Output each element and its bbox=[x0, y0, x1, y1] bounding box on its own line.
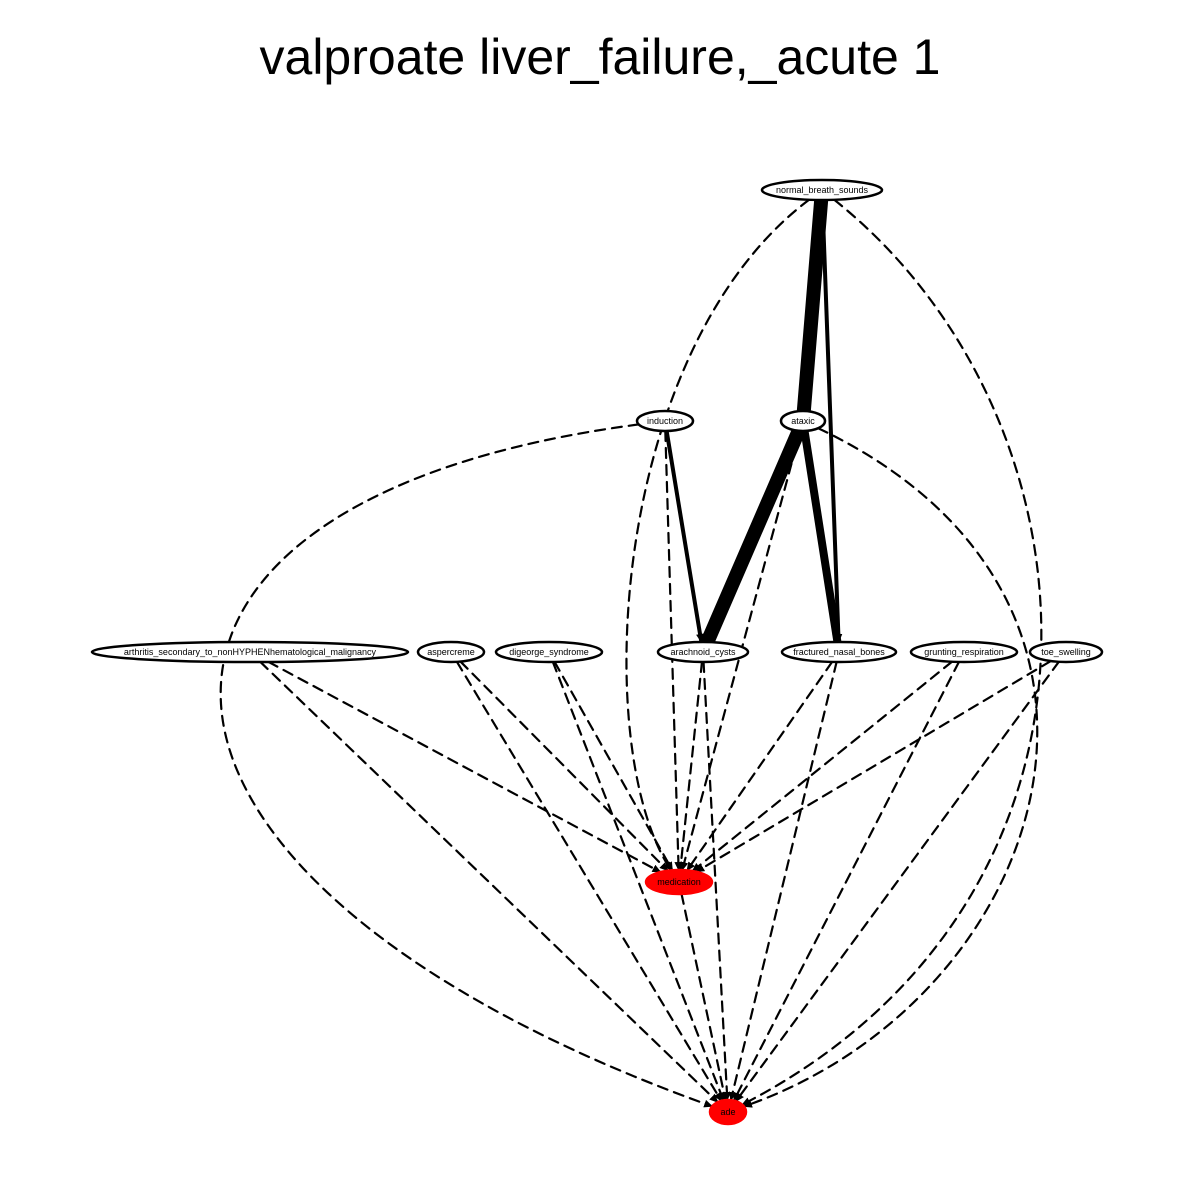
node-label: ade bbox=[720, 1107, 735, 1117]
node-shape bbox=[644, 868, 714, 896]
edge-aspercreme-to-ade bbox=[455, 660, 723, 1102]
node-induction: induction bbox=[635, 409, 695, 433]
node-shape bbox=[708, 1098, 748, 1126]
edge-grunting-respiration-to-medication bbox=[691, 660, 954, 873]
node-label: toe_swelling bbox=[1041, 647, 1091, 657]
edge-arachnoid-cysts-to-ade bbox=[702, 660, 731, 1102]
node-fractured-nasal-bones: fractured_nasal_bones bbox=[780, 640, 898, 664]
edge-arthritis-to-ade bbox=[259, 660, 719, 1104]
node-digeorge-syndrome: digeorge_syndrome bbox=[494, 640, 604, 664]
edge-normal-breath-sounds-to-medication bbox=[625, 198, 811, 872]
node-label: grunting_respiration bbox=[924, 647, 1004, 657]
node-shape bbox=[494, 640, 604, 664]
edge-ataxic-to-arachnoid-cysts bbox=[700, 423, 806, 650]
edge-ataxic-to-ade bbox=[742, 427, 1039, 1108]
node-label: ataxic bbox=[791, 416, 815, 426]
node-shape bbox=[656, 640, 750, 664]
edge-fractured-nasal-bones-to-ade bbox=[728, 660, 838, 1102]
edge-digeorge-syndrome-to-ade bbox=[551, 660, 725, 1102]
node-aspercreme: aspercreme bbox=[416, 640, 486, 664]
node-label: digeorge_syndrome bbox=[509, 647, 589, 657]
node-toe-swelling: toe_swelling bbox=[1028, 640, 1104, 664]
edge-toe-swelling-to-medication bbox=[695, 659, 1052, 873]
edge-induction-to-medication bbox=[664, 429, 683, 872]
node-label: normal_breath_sounds bbox=[776, 185, 869, 195]
edge-grunting-respiration-to-ade bbox=[732, 660, 960, 1102]
edge-induction-to-ade bbox=[219, 423, 714, 1108]
edge-digeorge-syndrome-to-medication bbox=[553, 660, 674, 872]
node-shape bbox=[909, 640, 1019, 664]
edge-toe-swelling-to-ade bbox=[734, 660, 1060, 1103]
edge-arthritis-to-medication bbox=[267, 660, 662, 874]
node-ataxic: ataxic bbox=[779, 409, 827, 433]
edge-arachnoid-cysts-to-medication bbox=[677, 660, 704, 872]
node-medication: medication bbox=[644, 868, 714, 896]
node-label: aspercreme bbox=[427, 647, 475, 657]
edge-ataxic-to-fractured-nasal-bones bbox=[800, 426, 842, 647]
node-shape bbox=[760, 178, 884, 202]
edge-normal-breath-sounds-to-fractured-nasal-bones bbox=[820, 198, 843, 644]
node-label: induction bbox=[647, 416, 683, 426]
node-label: arthritis_secondary_to_nonHYPHENhematolo… bbox=[124, 647, 377, 657]
node-normal-breath-sounds: normal_breath_sounds bbox=[760, 178, 884, 202]
node-shape bbox=[779, 409, 827, 433]
node-shape bbox=[90, 640, 410, 664]
node-shape bbox=[1028, 640, 1104, 664]
node-arachnoid-cysts: arachnoid_cysts bbox=[656, 640, 750, 664]
node-arthritis: arthritis_secondary_to_nonHYPHENhematolo… bbox=[90, 640, 410, 664]
node-shape bbox=[416, 640, 486, 664]
node-label: fractured_nasal_bones bbox=[793, 647, 885, 657]
edge-induction-to-arachnoid-cysts bbox=[664, 428, 705, 645]
edge-aspercreme-to-medication bbox=[459, 660, 669, 872]
node-shape bbox=[780, 640, 898, 664]
node-label: arachnoid_cysts bbox=[670, 647, 736, 657]
node-grunting-respiration: grunting_respiration bbox=[909, 640, 1019, 664]
node-ade: ade bbox=[708, 1098, 748, 1126]
node-label: medication bbox=[657, 877, 701, 887]
node-shape bbox=[635, 409, 695, 433]
edge-fractured-nasal-bones-to-medication bbox=[685, 660, 834, 872]
edge-normal-breath-sounds-to-ade bbox=[741, 198, 1043, 1106]
edge-normal-breath-sounds-to-ataxic bbox=[796, 192, 829, 419]
graph-title: valproate liver_failure,_acute 1 bbox=[259, 29, 941, 85]
edge-medication-to-ade bbox=[680, 892, 728, 1102]
